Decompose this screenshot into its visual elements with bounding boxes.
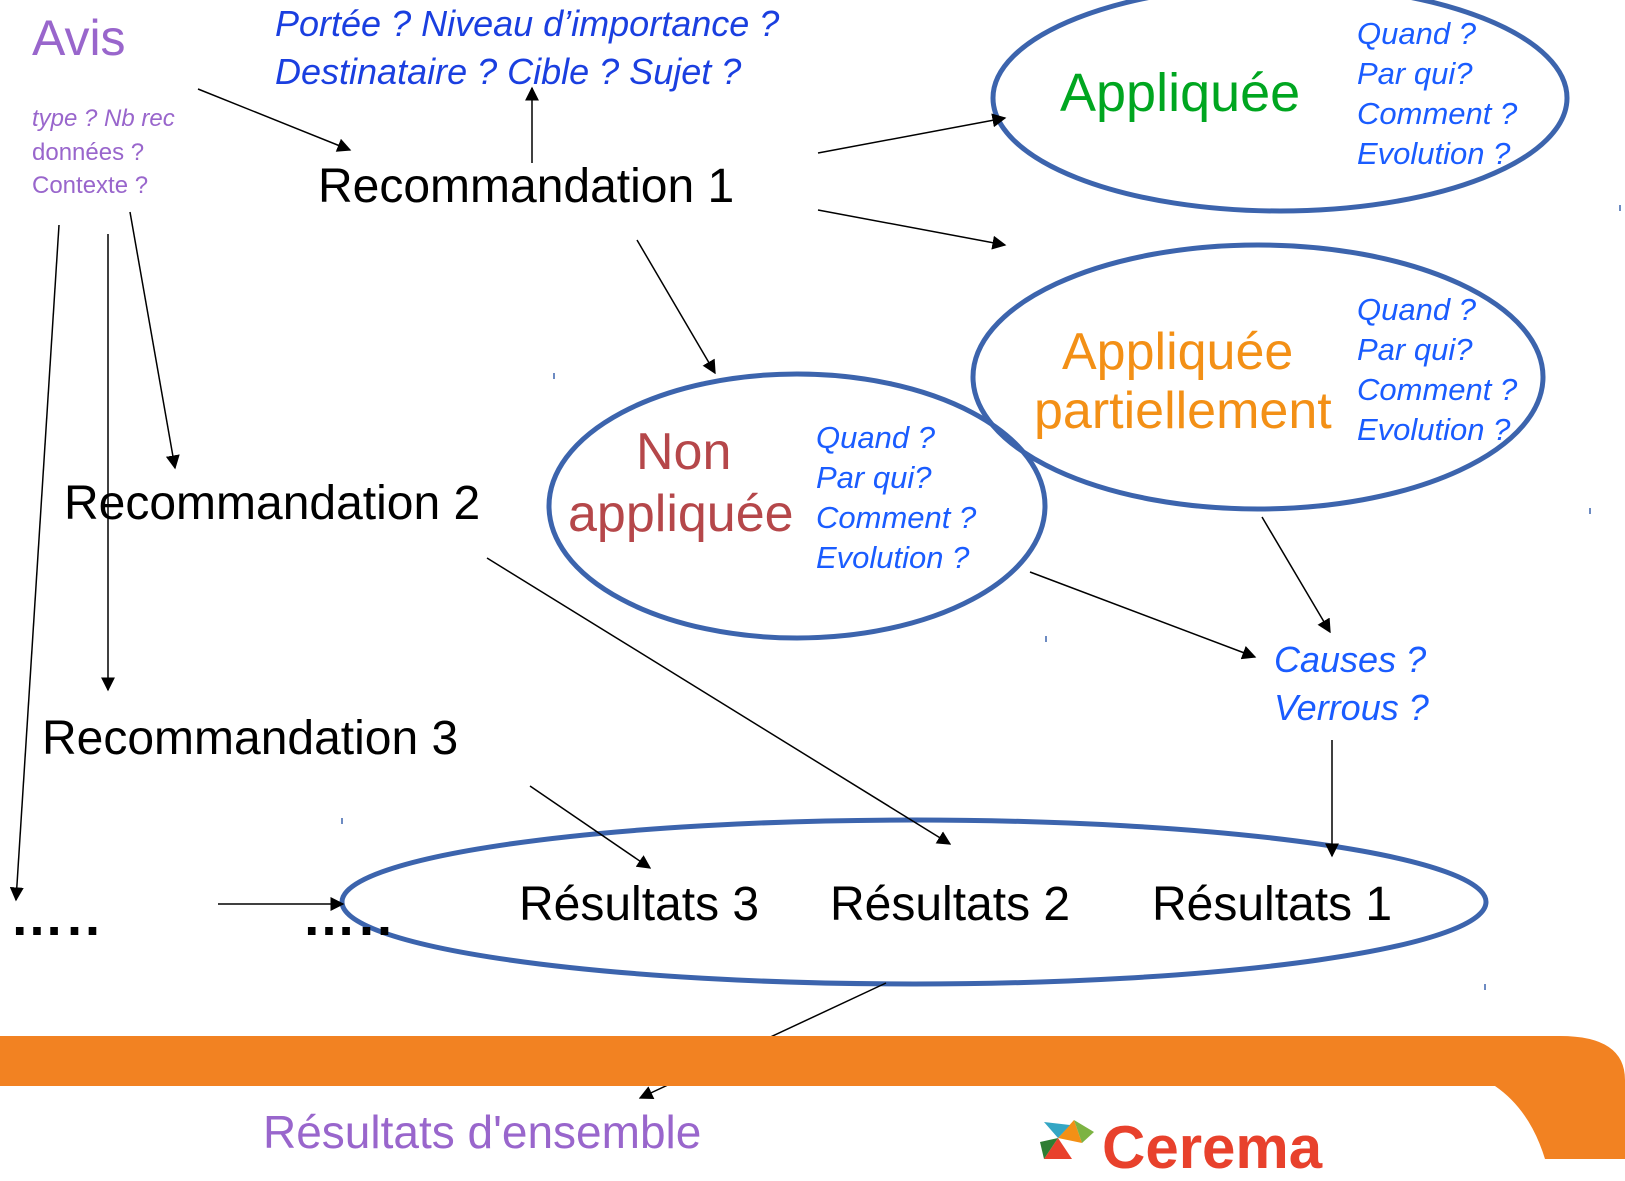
overall-results-label: Résultats d'ensemble <box>263 1106 702 1158</box>
not-applied-questions: Quand ? Par qui? Comment ? Evolution ? <box>816 418 976 578</box>
cerema-logo-text: Cerema <box>1102 1114 1323 1181</box>
partial-questions: Quand ? Par qui? Comment ? Evolution ? <box>1357 290 1517 450</box>
results-2: Résultats 2 <box>830 878 1071 931</box>
arrow-avis-to-rec1 <box>197 88 352 152</box>
avis-detail-context: Contexte ? <box>32 172 149 199</box>
results-3: Résultats 3 <box>519 878 760 931</box>
scope-question-2: Destinataire ? Cible ? Sujet ? <box>275 51 742 92</box>
recommendation-1: Recommandation 1 <box>318 160 735 213</box>
ellipsis-mark-left: ….. <box>10 887 104 947</box>
partial-label-line2: partiellement <box>1034 382 1332 440</box>
not-applied-label-line1: Non <box>636 423 732 481</box>
applied-question-who: Par qui? <box>1357 56 1473 91</box>
results-1: Résultats 1 <box>1152 878 1393 931</box>
arrow-not-applied-to-causes <box>1029 571 1257 660</box>
avis-detail-data: données ? <box>32 139 145 166</box>
causes-question: Causes ? <box>1274 639 1427 680</box>
not-applied-ellipse <box>546 371 1048 641</box>
applied-question-evolution: Evolution ? <box>1357 136 1511 171</box>
arrow-rec3-to-results3 <box>529 785 652 869</box>
orange-band <box>0 1036 1625 1159</box>
partial-question-how: Comment ? <box>1357 372 1518 407</box>
recommendation-3: Recommandation 3 <box>42 712 459 765</box>
arrow-rec1-to-not-applied <box>636 239 716 375</box>
partial-question-evolution: Evolution ? <box>1357 412 1511 447</box>
arrow-rec1-to-partial <box>817 209 1007 250</box>
not-applied-question-evolution: Evolution ? <box>816 540 970 575</box>
ellipsis-mark-inside: ….. <box>302 887 396 947</box>
applied-ellipse <box>990 0 1570 214</box>
arrow-avis-to-rec2 <box>129 211 180 470</box>
not-applied-question-who: Par qui? <box>816 460 932 495</box>
partial-ellipse <box>970 242 1546 512</box>
not-applied-label-line2: appliquée <box>568 485 794 543</box>
arrow-rec2-to-results2 <box>486 557 952 845</box>
applied-label: Appliquée <box>1060 63 1301 123</box>
partial-question-who: Par qui? <box>1357 332 1473 367</box>
scope-question-1: Portée ? Niveau d’importance ? <box>275 3 780 44</box>
arrow-rec1-to-applied <box>817 113 1007 154</box>
avis-title: Avis <box>32 10 126 66</box>
applied-question-how: Comment ? <box>1357 96 1518 131</box>
applied-questions: Quand ? Par qui? Comment ? Evolution ? <box>1357 14 1517 174</box>
applied-question-when: Quand ? <box>1357 16 1476 51</box>
cerema-logo-icon <box>1040 1120 1094 1159</box>
partial-question-when: Quand ? <box>1357 292 1476 327</box>
partial-label-line1: Appliquée <box>1062 323 1294 381</box>
locks-question: Verrous ? <box>1274 687 1429 728</box>
recommendation-2: Recommandation 2 <box>64 477 481 530</box>
not-applied-question-how: Comment ? <box>816 500 977 535</box>
arrow-avis-to-ellipsis <box>9 224 60 902</box>
avis-detail-type: type ? Nb rec <box>32 105 175 132</box>
not-applied-question-when: Quand ? <box>816 420 935 455</box>
arrow-partial-to-causes <box>1261 516 1331 634</box>
